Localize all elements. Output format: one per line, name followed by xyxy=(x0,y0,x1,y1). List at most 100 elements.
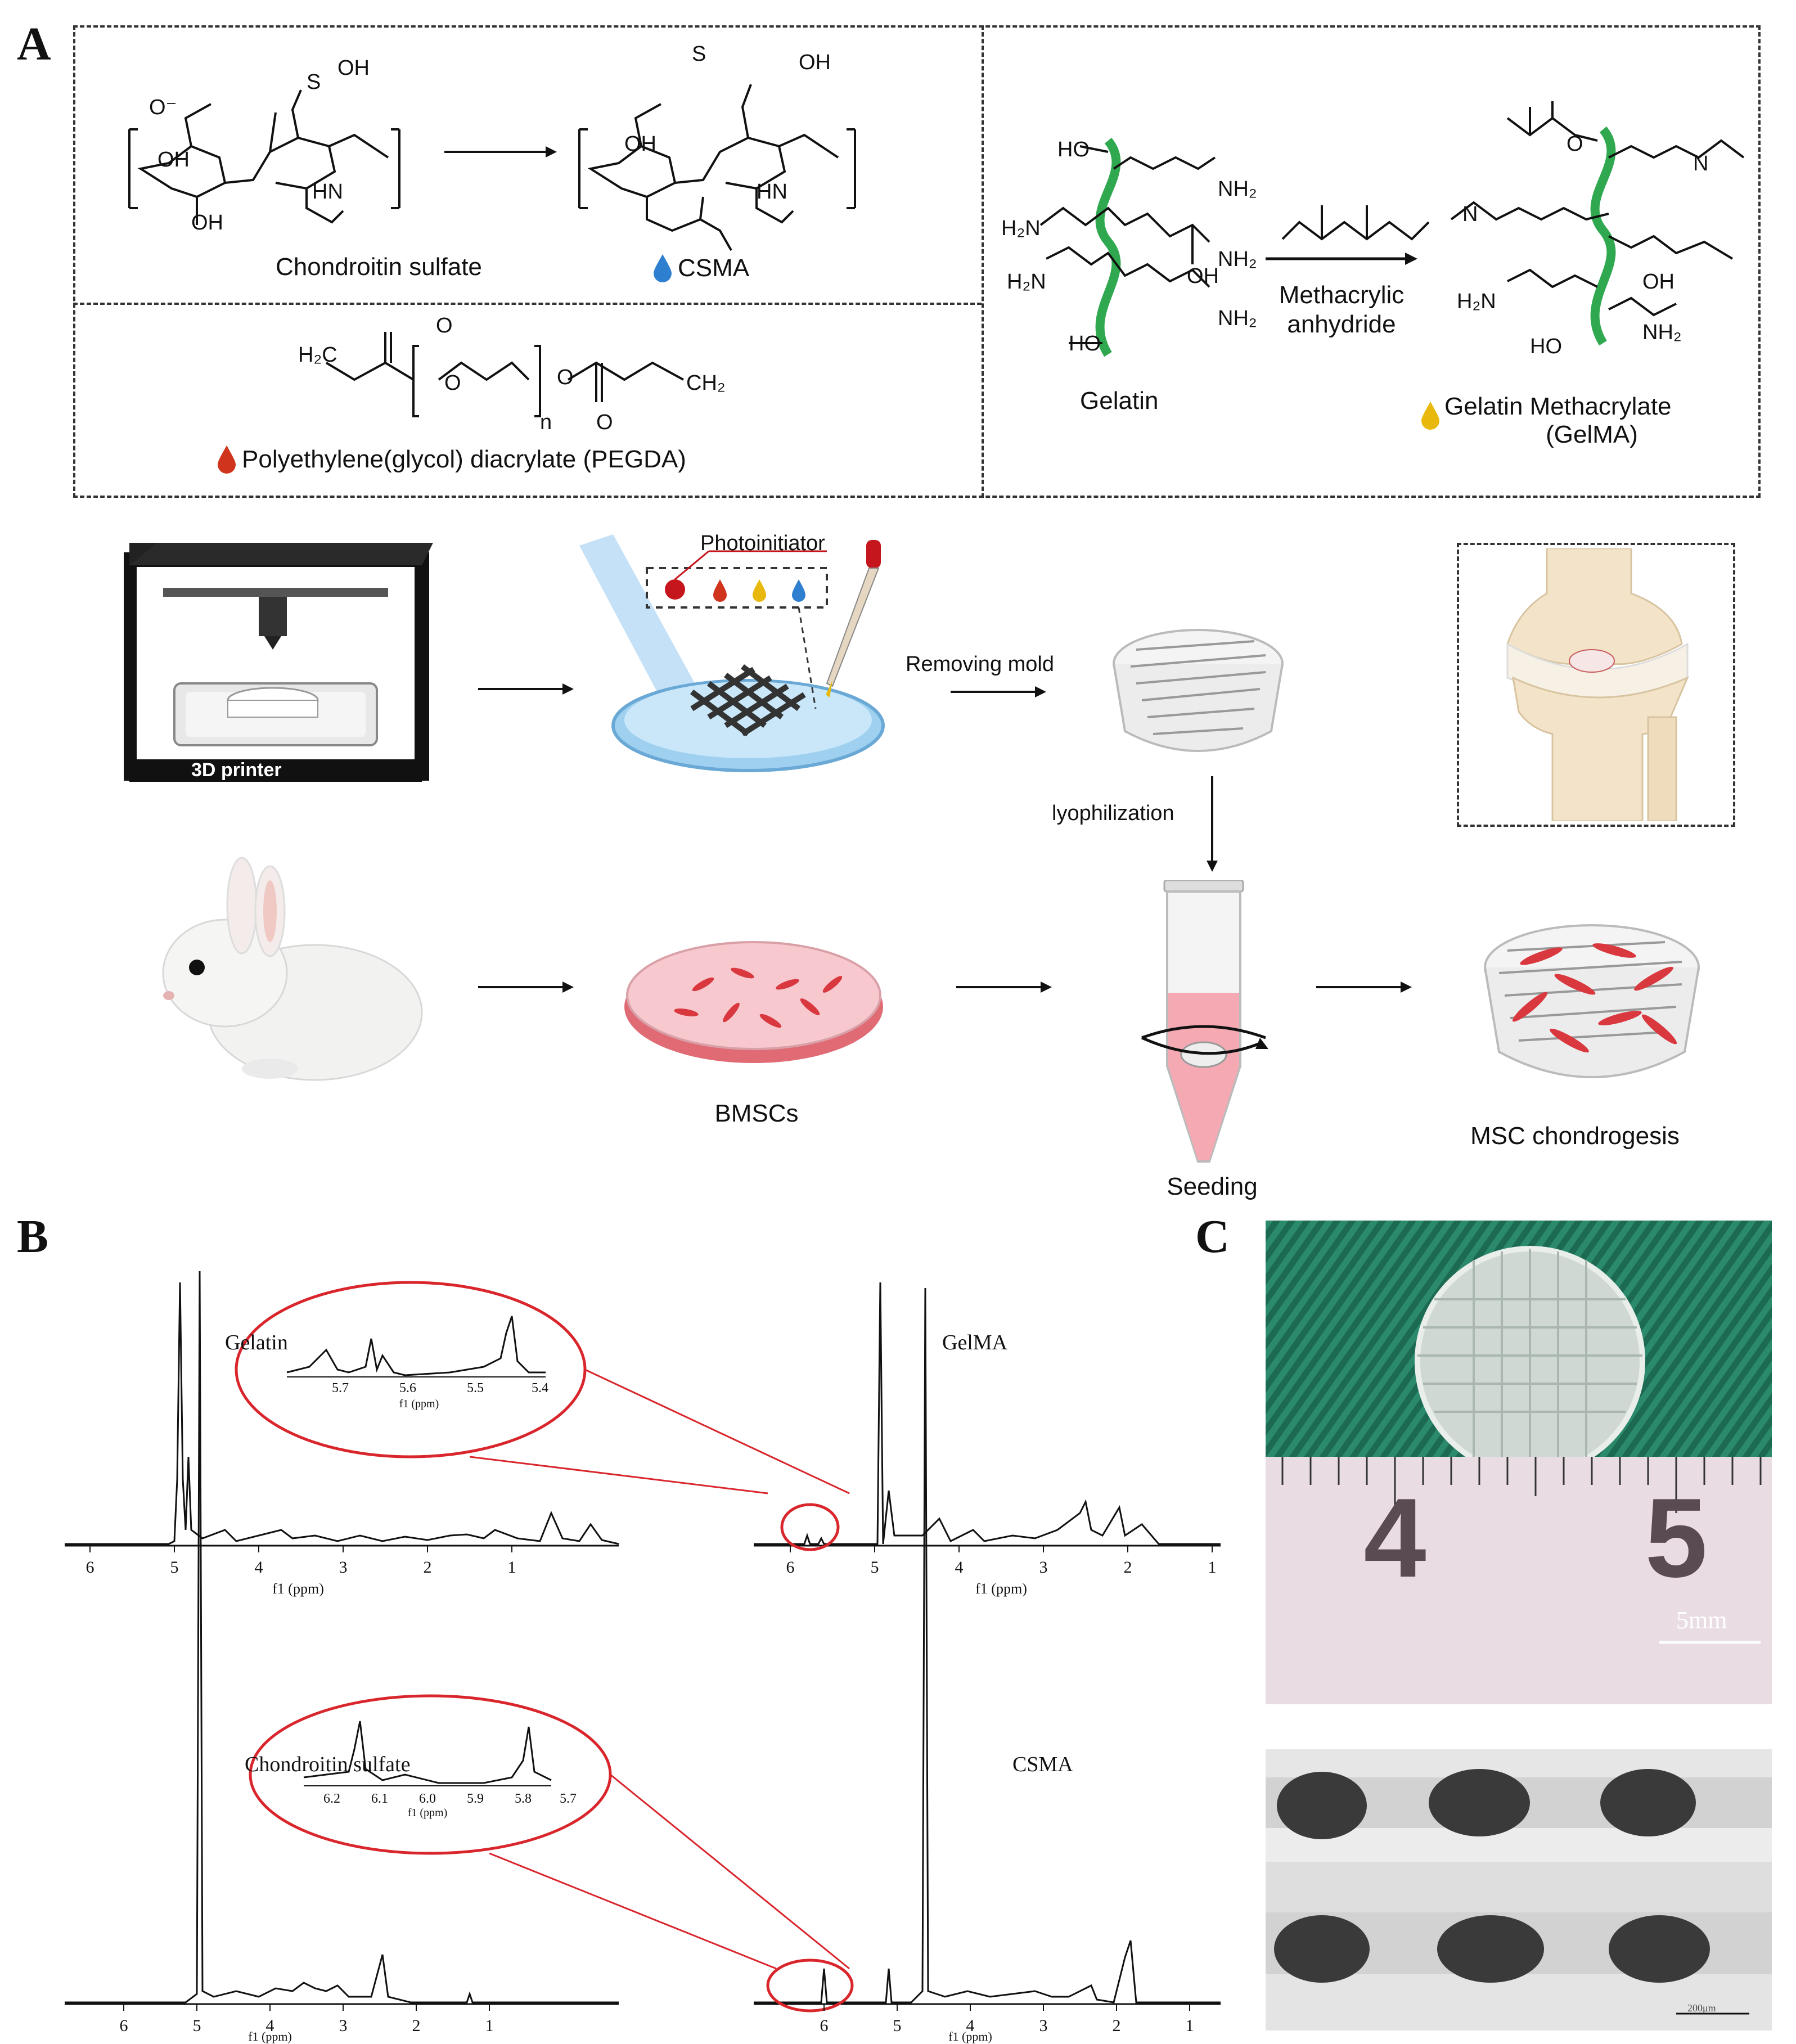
gelma-structure xyxy=(1450,101,1745,346)
pegda-o-4: O xyxy=(596,411,613,434)
gelatin-h2n-1: H₂N xyxy=(1001,217,1041,240)
gelma-h2n: H₂N xyxy=(1457,290,1496,313)
gelma-tick-6: 6 xyxy=(786,1558,795,1577)
cs-hn: HN xyxy=(312,180,343,204)
gelatin-h2n-2: H₂N xyxy=(1007,270,1046,294)
photoinitiator-label: Photoinitiator xyxy=(700,532,825,555)
csma-tick-6: 6 xyxy=(820,2016,829,2035)
csma-hn: HN xyxy=(757,180,787,204)
csma-oh-2: OH xyxy=(624,132,656,156)
csma-tick-2: 2 xyxy=(1112,2016,1121,2035)
csma-tick-3: 3 xyxy=(1039,2016,1048,2035)
pegda-label: Polyethylene(glycol) diacrylate (PEGDA) xyxy=(242,445,686,473)
cs-tick-5: 5 xyxy=(192,2016,201,2035)
arrow-rabbit-to-bmscs xyxy=(478,982,574,993)
knee-joint-icon xyxy=(1506,548,1689,821)
gelatin-tick-6: 6 xyxy=(85,1558,94,1577)
cs-oh-2: OH xyxy=(191,211,223,235)
panel-label-b: B xyxy=(17,1210,49,1263)
cs-tick-6: 6 xyxy=(119,2016,128,2035)
photocuring-dish xyxy=(579,534,885,772)
reagent-line-1: Methacrylic xyxy=(1279,281,1405,309)
seeding-tube-icon xyxy=(1141,880,1268,1163)
chemistry-vertical-divider xyxy=(982,25,984,498)
csma-inset-tick-6.1: 6.1 xyxy=(371,1791,388,1806)
gelatin-nh2-2: NH₂ xyxy=(1218,247,1257,271)
arrow-gelatin-to-gelma xyxy=(1266,253,1417,265)
arrow-cs-to-csma xyxy=(444,146,557,157)
csma-s: S xyxy=(692,42,706,66)
gelma-tick-1: 1 xyxy=(1208,1558,1217,1577)
gelatin-oh: OH xyxy=(1187,264,1219,288)
csma-tick-1: 1 xyxy=(1185,2016,1194,2035)
csma-xlabel: f1 (ppm) xyxy=(948,2029,992,2043)
gelatin-tick-2: 2 xyxy=(423,1558,432,1577)
gelatin-spectrum-title: Gelatin xyxy=(225,1331,288,1354)
gelma-n-2: N xyxy=(1462,202,1478,226)
gelatin-spectrum xyxy=(65,1282,619,1547)
csma-inset-tick-5.9: 5.9 xyxy=(467,1791,484,1806)
gelma-inset-ellipse xyxy=(235,1281,587,1458)
printer-label: 3D printer xyxy=(191,759,282,781)
csma-drop-icon xyxy=(654,254,672,282)
gelma-tick-4: 4 xyxy=(955,1558,964,1577)
rabbit-icon xyxy=(162,857,423,1081)
gelatin-ho-2: HO xyxy=(1069,332,1101,355)
csma-inset-tick-6.0: 6.0 xyxy=(419,1791,436,1806)
gelma-drop-icon xyxy=(1421,402,1439,430)
pegda-n: n xyxy=(540,411,552,434)
csma-inset-xlabel: f1 (ppm) xyxy=(407,1807,448,1819)
gelatin-nh2-1: NH₂ xyxy=(1218,177,1257,201)
gelma-tick-2: 2 xyxy=(1123,1558,1132,1577)
pegda-o-2: O xyxy=(444,371,461,395)
gelma-spectrum xyxy=(754,1282,1221,1547)
msc-label: MSC chondrogesis xyxy=(1470,1122,1680,1150)
chondroitin-sulfate-label: Chondroitin sulfate xyxy=(276,253,482,281)
gelatin-structure xyxy=(1039,137,1216,357)
csma-tick-5: 5 xyxy=(893,2016,902,2035)
gelma-spectrum-title: GelMA xyxy=(942,1331,1008,1354)
scale-bar-label: 5mm xyxy=(1676,1606,1727,1634)
gelma-label-line-2: (GelMA) xyxy=(1546,421,1638,448)
bmscs-label: BMSCs xyxy=(714,1100,799,1127)
csma-spectrum-title: CSMA xyxy=(1012,1753,1073,1776)
methacrylic-anhydride-structure xyxy=(1281,205,1430,241)
sem-image xyxy=(1266,1749,1772,2031)
gelatin-xlabel: f1 (ppm) xyxy=(272,1581,324,1597)
msc-scaffold-icon xyxy=(1484,924,1700,1078)
gelma-label-line-1: Gelatin Methacrylate xyxy=(1444,393,1672,420)
csma-inset-tick-5.7: 5.7 xyxy=(560,1791,577,1806)
cs-s: S xyxy=(307,70,321,94)
3d-printer-icon xyxy=(124,543,433,782)
lyophilization-label: lyophilization xyxy=(1052,802,1174,825)
cs-tick-3: 3 xyxy=(339,2016,348,2035)
gelma-inset-tick-5.6: 5.6 xyxy=(399,1381,416,1395)
knee-box xyxy=(1457,543,1735,827)
cs-oh-3: OH xyxy=(337,56,370,80)
pegda-ch2: CH₂ xyxy=(686,371,726,395)
gelma-inset-tick-5.4: 5.4 xyxy=(532,1381,548,1395)
pegda-drop-icon xyxy=(218,445,236,474)
arrow-seeding-to-msc xyxy=(1316,982,1412,993)
nmr-spectra-svg xyxy=(65,1271,1221,2013)
gelma-tick-3: 3 xyxy=(1039,1558,1048,1577)
csma-spectrum xyxy=(754,1287,1221,2005)
csma-label: CSMA xyxy=(678,254,750,282)
pegda-o-1: O xyxy=(436,314,453,337)
csma-tick-4: 4 xyxy=(966,2016,975,2035)
chondroitin-sulfate-structure xyxy=(128,89,400,225)
pegda-structure xyxy=(325,332,684,417)
gelma-ho: HO xyxy=(1530,335,1562,358)
csma-structure xyxy=(578,84,856,251)
gelma-inset-tick-5.7: 5.7 xyxy=(332,1381,349,1395)
bmscs-dish-icon xyxy=(624,941,883,1063)
cs-o-minus: O⁻ xyxy=(149,96,177,119)
gelatin-tick-1: 1 xyxy=(507,1558,516,1577)
seeding-label: Seeding xyxy=(1167,1173,1258,1200)
chemistry-horizontal-divider xyxy=(73,303,982,305)
gelma-inset-xlabel: f1 (ppm) xyxy=(399,1398,439,1410)
gelatin-label: Gelatin xyxy=(1080,387,1159,415)
cs-tick-2: 2 xyxy=(412,2016,421,2035)
pegda-o-3: O xyxy=(557,366,574,389)
ruler-number-5: 5 xyxy=(1645,1475,1708,1601)
